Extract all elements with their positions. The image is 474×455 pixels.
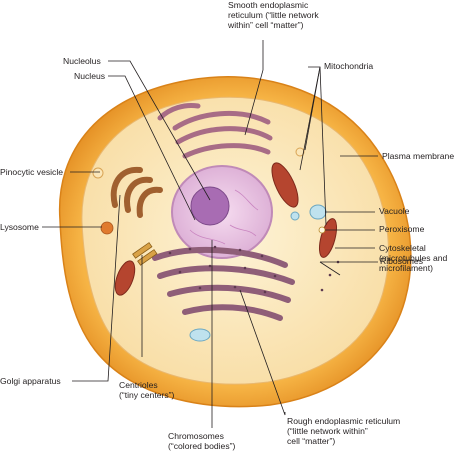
leader-lines	[42, 40, 378, 428]
label-nucleolus: Nucleolus	[63, 56, 101, 66]
chromatin-strands	[189, 189, 259, 245]
nucleolus-shape	[190, 186, 230, 226]
vacuole-shape	[309, 204, 327, 220]
label-nucleus: Nucleus	[74, 71, 105, 81]
label-cytoskeletal: Cytoskeletal (microtubules and microfila…	[379, 243, 450, 273]
smooth-er-shape	[157, 103, 273, 159]
ribosome-dots	[168, 245, 340, 294]
label-vacuole: Vacuole	[379, 206, 410, 216]
rough-er-shape	[152, 246, 295, 321]
pinocytic-vesicle-shape	[92, 167, 104, 179]
label-ribosomes: Ribosomes	[380, 256, 423, 266]
peroxisome-shape	[318, 226, 326, 234]
label-mitochondria: Mitochondria	[324, 61, 373, 71]
label-rough-er: Rough endoplasmic reticulum (“little net…	[287, 416, 403, 446]
label-pinocytic-vesicle: Pinocytic vesicle	[0, 167, 63, 177]
label-peroxisome: Peroxisome	[379, 224, 425, 234]
lysosome-shape	[100, 221, 114, 235]
vacuole-shape-2	[290, 211, 300, 221]
label-smooth-er: Smooth endoplasmic reticulum (“little ne…	[227, 0, 321, 30]
golgi-shape	[110, 166, 163, 218]
mitochondria-shapes	[114, 162, 338, 296]
pinocytic-vesicle-shape-2	[295, 147, 305, 157]
label-centrioles: Centrioles (“tiny centers”)	[119, 380, 175, 400]
label-lysosome: Lysosome	[0, 222, 39, 232]
label-golgi-apparatus: Golgi apparatus	[0, 376, 61, 386]
label-plasma-membrane: Plasma membrane	[382, 151, 454, 161]
centrioles-shape	[132, 242, 158, 266]
vacuole-shape-3	[189, 328, 211, 342]
label-chromosomes: Chromosomes (“colored bodies”)	[168, 431, 235, 451]
